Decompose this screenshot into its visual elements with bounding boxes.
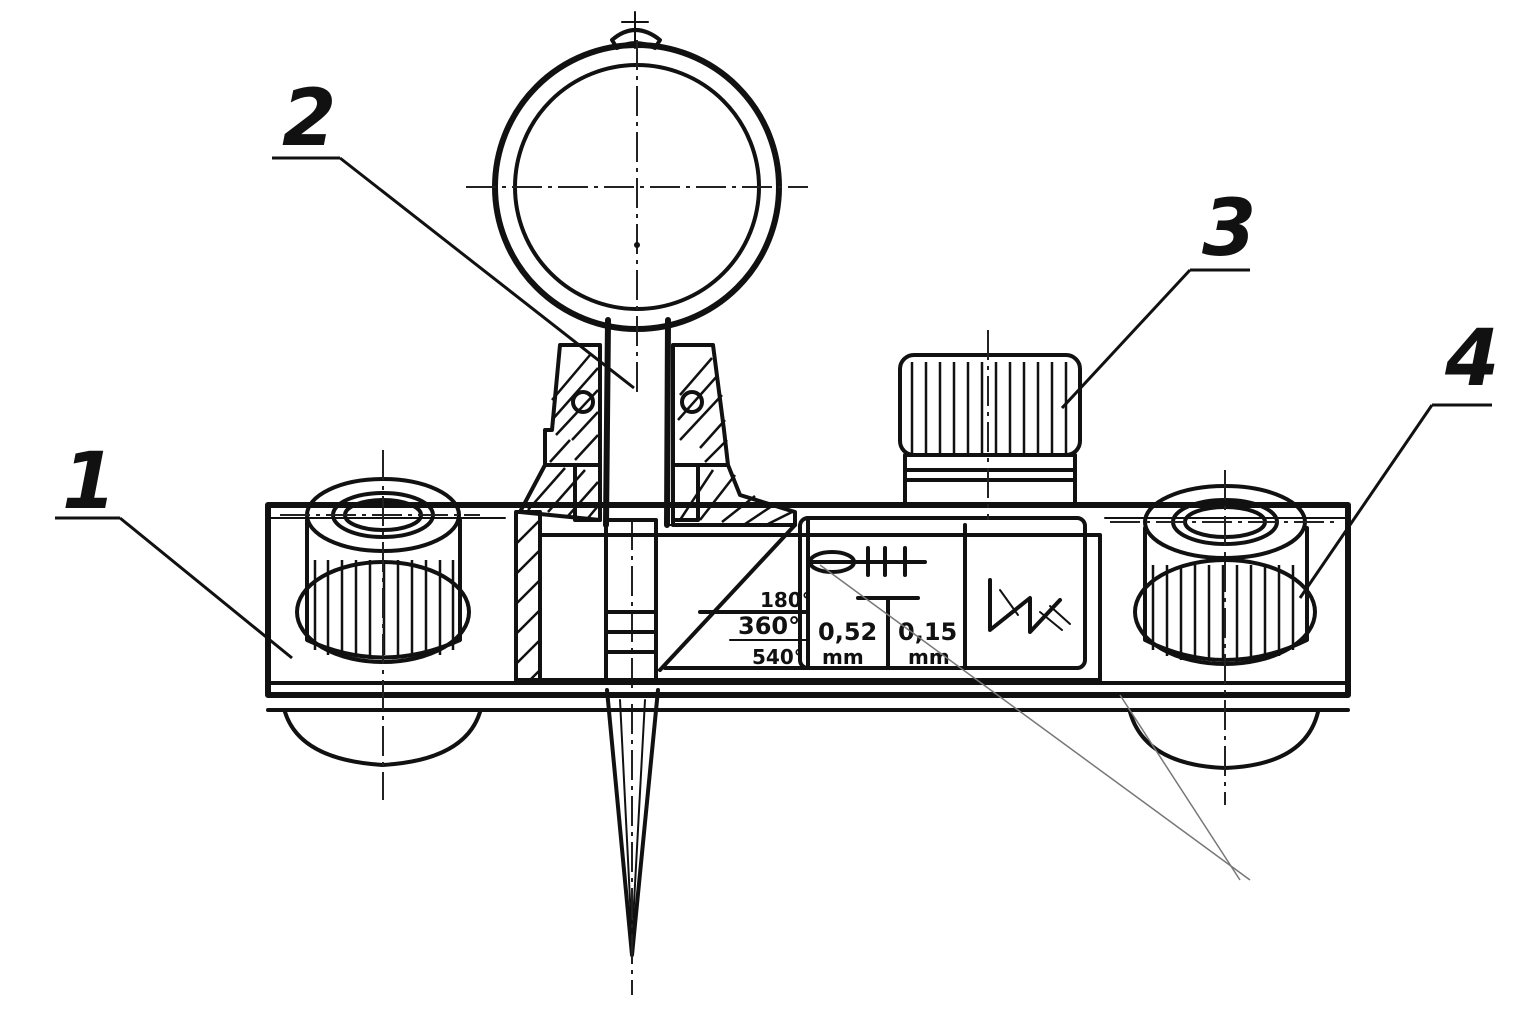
callout-1: 1 (55, 437, 293, 660)
unit-052: mm (822, 645, 864, 669)
right-knurled-foot (1110, 470, 1340, 805)
maker-logo-icon (988, 578, 1071, 634)
angle-180: 180° (760, 588, 812, 612)
callout-4: 4 (1298, 314, 1499, 599)
value-015: 0,15 (898, 618, 957, 646)
callout-2: 2 (272, 74, 635, 390)
clamp-nut-section (518, 343, 797, 527)
dial-indicator (466, 11, 808, 995)
svg-text:3: 3 (1202, 184, 1256, 274)
t-symbol-icon (856, 596, 920, 614)
svg-text:2: 2 (282, 74, 336, 164)
callout-3: 3 (1060, 184, 1256, 410)
unit-015: mm (908, 645, 950, 669)
left-knurled-foot (280, 450, 482, 800)
base-plate (265, 502, 1351, 712)
angle-540: 540° (752, 645, 804, 669)
adjusting-screw (898, 330, 1082, 520)
info-plate: 180° 360° 540° 0,52 mm 0,15 mm (663, 516, 1087, 670)
angle-360: 360° (738, 612, 800, 640)
value-052: 0,52 (818, 618, 877, 646)
svg-text:4: 4 (1444, 314, 1499, 404)
svg-text:1: 1 (62, 437, 116, 527)
probe-needle (605, 520, 660, 995)
indicator-stem (603, 317, 671, 528)
caliper-symbol-icon (808, 546, 927, 577)
